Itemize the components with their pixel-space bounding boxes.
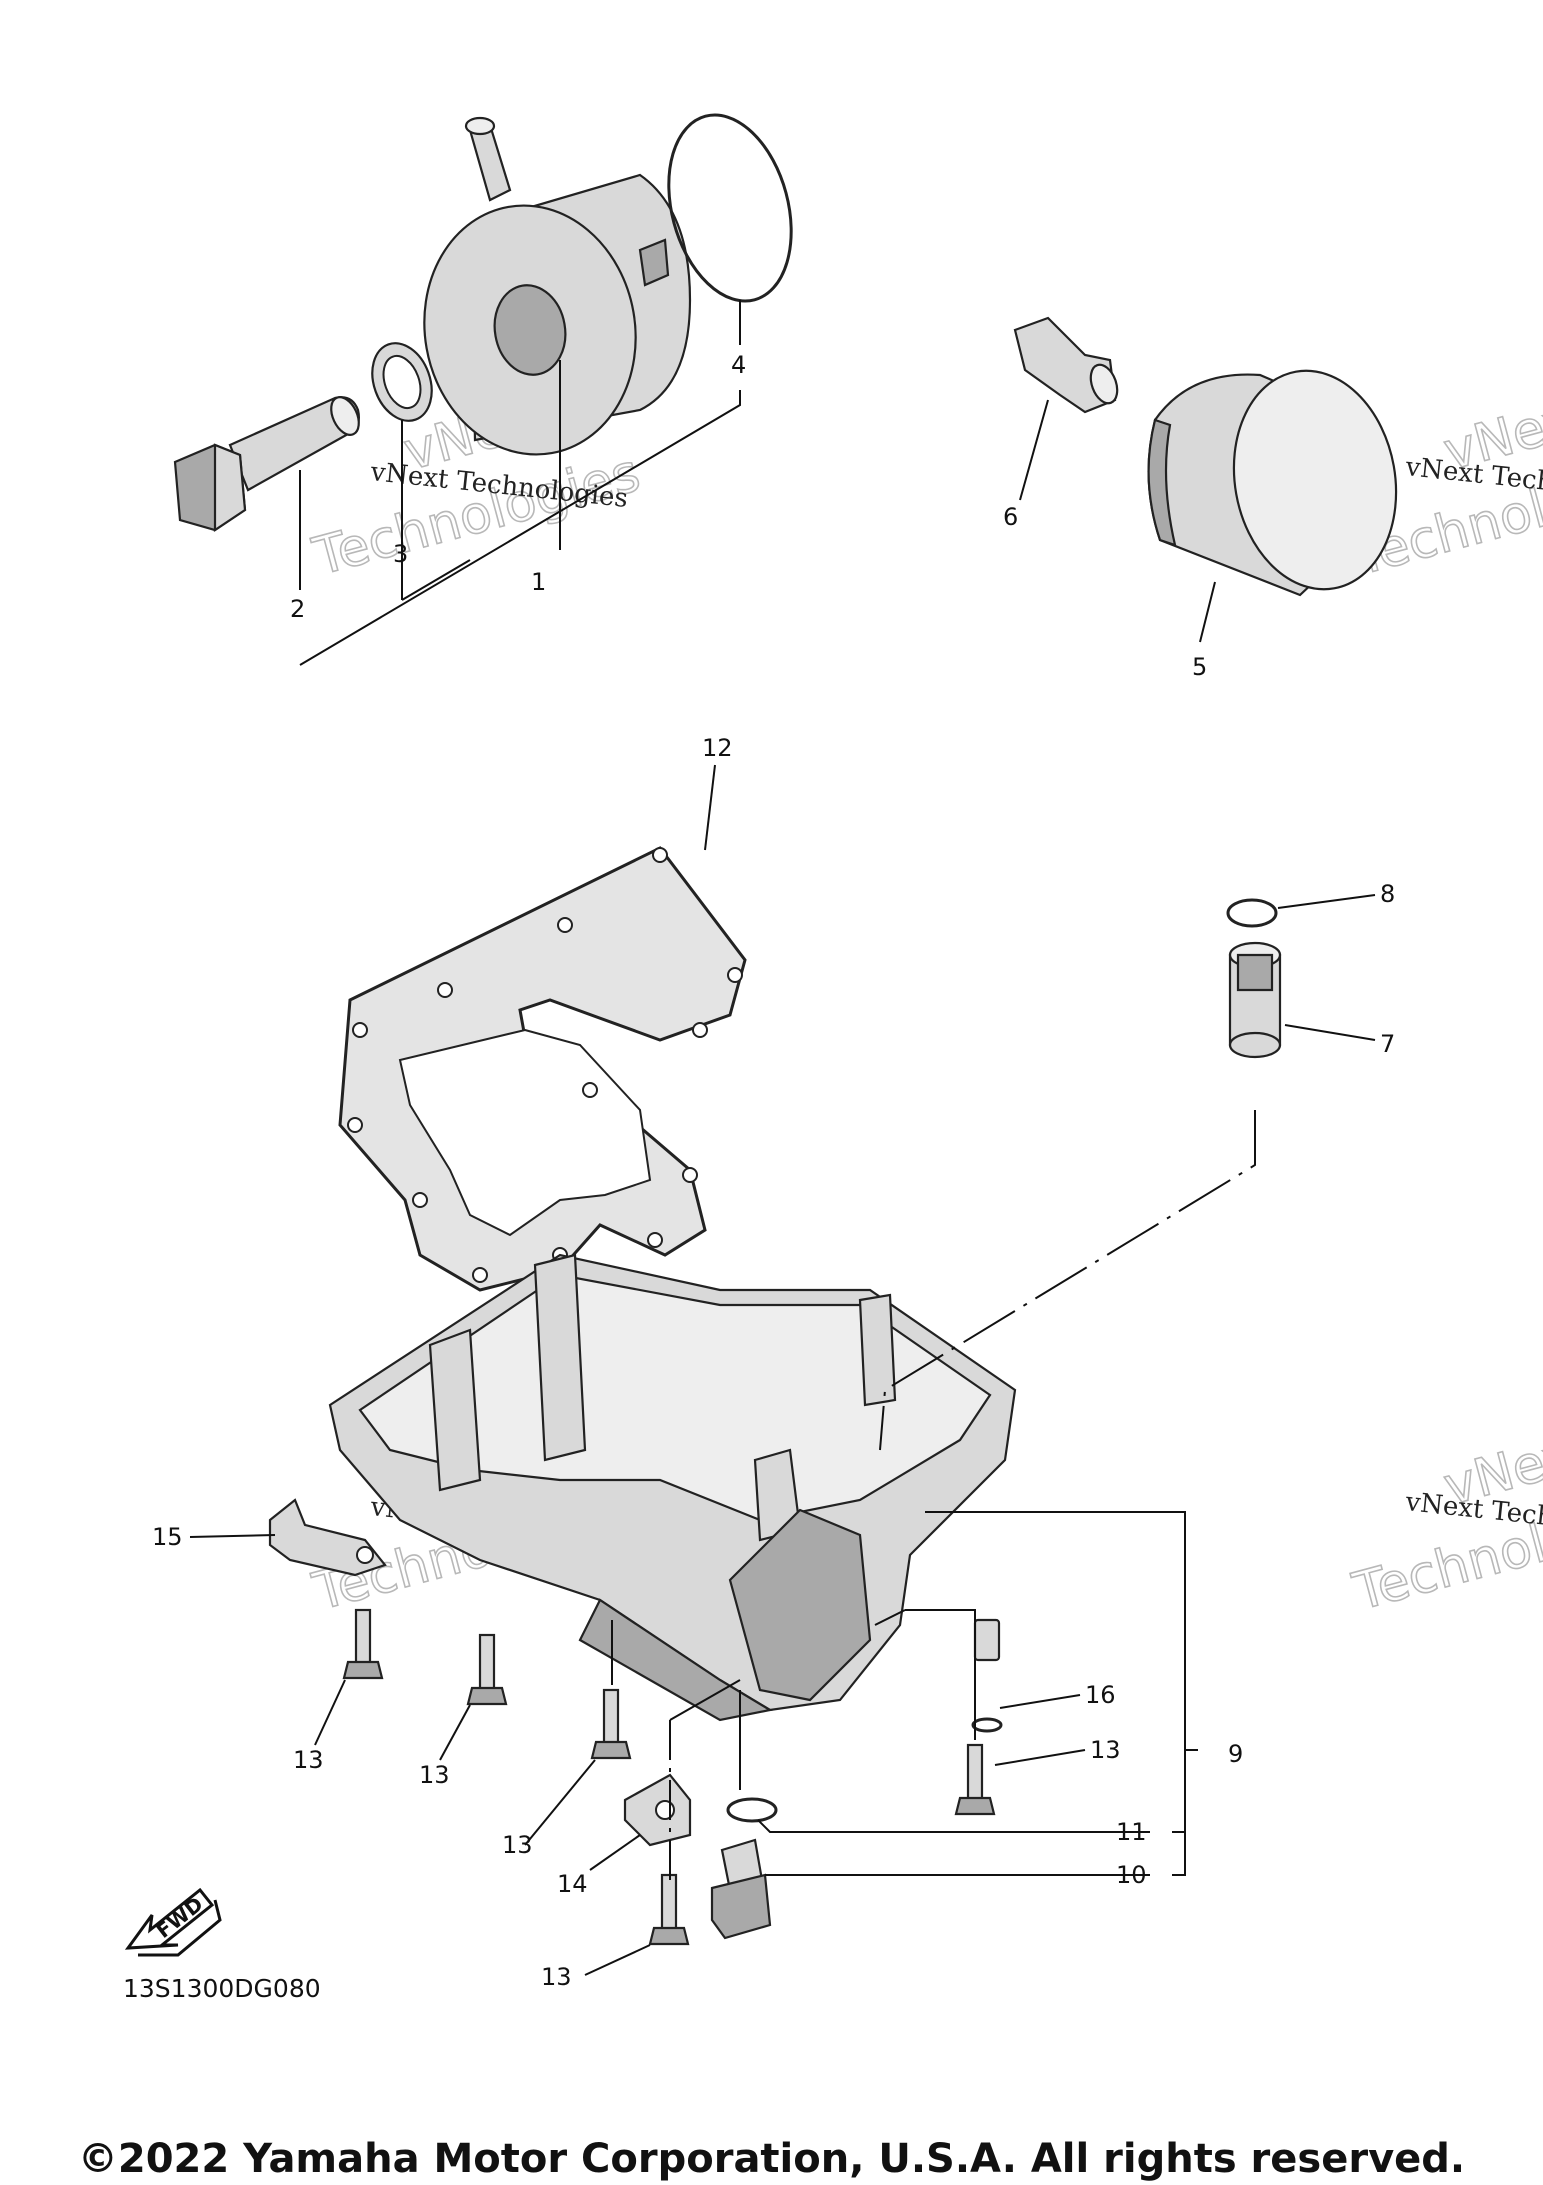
watermark-mid-right: vNext Technologies vNext Technologies: [1346, 1419, 1543, 1623]
callout-15: 15: [152, 1523, 183, 1551]
callout-2: 2: [290, 595, 305, 623]
oil-pan-part-9: [328, 1253, 1017, 1722]
diagram-code: 13S1300DG080: [123, 1974, 321, 2003]
callout-13-e: 13: [1090, 1736, 1121, 1764]
callout-12: 12: [702, 734, 733, 762]
callout-9: 9: [1228, 1740, 1243, 1768]
callout-3: 3: [393, 540, 408, 568]
callout-16: 16: [1085, 1681, 1116, 1709]
drain-bolt-part-10: [710, 1838, 772, 1940]
callout-4: 4: [731, 351, 746, 379]
callout-11: 11: [1116, 1818, 1147, 1846]
bracket-part-14: [623, 1773, 692, 1847]
callout-13-d: 13: [541, 1963, 572, 1991]
copyright-notice: ©2022 Yamaha Motor Corporation, U.S.A. A…: [77, 2136, 1466, 2182]
callout-14: 14: [557, 1870, 588, 1898]
washer-part-3: [371, 342, 433, 422]
bolt-part-13-a: [342, 1608, 384, 1680]
oil-cooler-part-1: [423, 116, 692, 456]
callout-1: 1: [531, 568, 546, 596]
callout-7: 7: [1380, 1030, 1395, 1058]
union-bolt-part-2: [173, 396, 360, 533]
bolt-part-13-e: [954, 1743, 996, 1816]
oil-filter-part-5: [1147, 369, 1398, 597]
callout-10: 10: [1116, 1861, 1147, 1889]
bracket-part-15: [268, 1498, 387, 1577]
leader-lines: [189, 300, 1376, 1976]
bolt-part-13-b: [466, 1633, 508, 1706]
bolt-part-13-c: [590, 1688, 632, 1760]
gasket-part-11: [726, 1797, 778, 1823]
callout-labels: 1 2 3 4 5 6 7 8 9 10 11 12 13 13 13 13 1…: [152, 351, 1395, 1991]
dowel-part-16: [971, 1618, 1003, 1733]
nipple-part-6: [1013, 316, 1119, 414]
callout-13-b: 13: [419, 1761, 450, 1789]
callout-6: 6: [1003, 503, 1018, 531]
callout-13-a: 13: [293, 1746, 324, 1774]
bolt-part-13-d: [648, 1873, 690, 1946]
o-ring-part-4: [667, 113, 793, 303]
callout-8: 8: [1380, 880, 1395, 908]
callout-13-c: 13: [502, 1831, 533, 1859]
callout-5: 5: [1192, 653, 1207, 681]
collar-part-7: [1228, 941, 1282, 1059]
o-ring-part-8: [1226, 898, 1278, 928]
fwd-arrow-icon: FWD: [124, 1887, 222, 1957]
oil-pan-gasket-part-12: [338, 846, 747, 1292]
